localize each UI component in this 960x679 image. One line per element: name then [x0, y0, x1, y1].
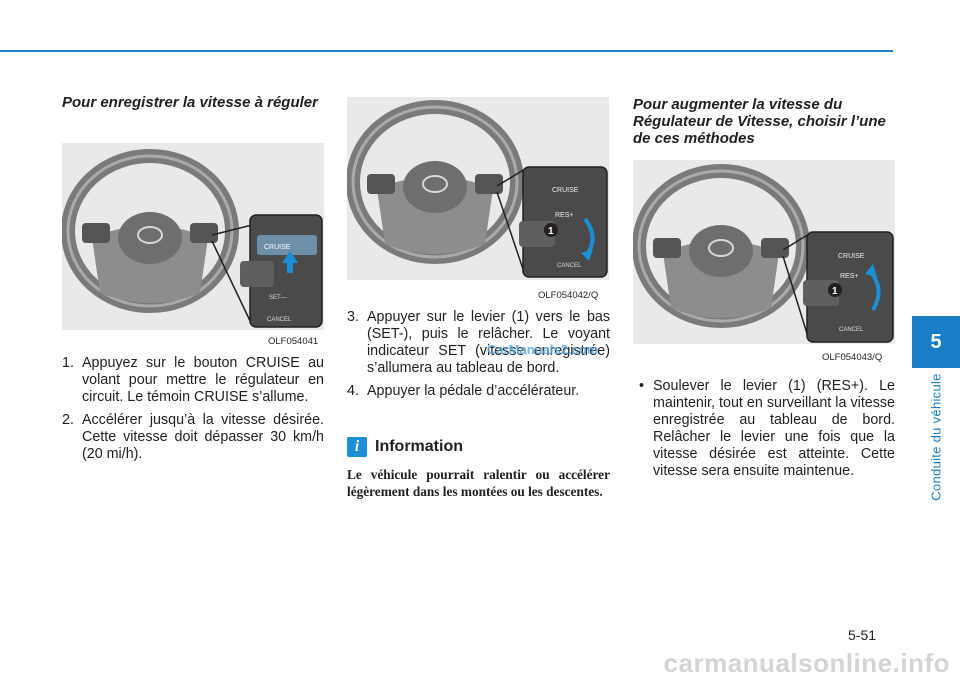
section-heading-increase-speed: Pour augmenter la vitesse du Régulateur …	[633, 96, 886, 147]
list-item: 3.Appuyer sur le levier (1) vers le bas …	[347, 309, 610, 376]
page-number: 5-51	[848, 627, 877, 643]
fig3-cruise-label: CRUISE	[838, 253, 865, 260]
section-heading-save-speed: Pour enregistrer la vitesse à réguler	[62, 94, 318, 111]
list-item: 4.Appuyer la pédale d’accélérateur.	[347, 383, 580, 399]
info-title: Information	[375, 438, 463, 455]
fig2-res-label: RES+	[555, 212, 573, 219]
fig1-cancel-label: CANCEL	[267, 317, 292, 323]
fig3-cancel-label: CANCEL	[839, 327, 864, 333]
fig1-set-label: SET—	[269, 295, 287, 301]
watermark-text: CarManuals2.com	[487, 342, 599, 357]
fig2-callout: 1	[548, 226, 554, 237]
info-header: i Information	[347, 437, 463, 457]
footer-site: carmanualsonline.info	[663, 648, 950, 678]
bullet-list: •Soulever le levier (1) (RES+). Le maint…	[633, 378, 895, 486]
chapter-title: Conduite du véhicule	[928, 373, 944, 501]
figure-steering-res-lever: CRUISE RES+ 1 CANCEL	[633, 160, 895, 344]
up-arrow-icon	[282, 251, 298, 273]
fig3-res-label: RES+	[840, 273, 858, 280]
chapter-tab: 5	[912, 316, 960, 368]
header-rule	[0, 50, 893, 52]
fig1-cruise-label: CRUISE	[264, 244, 291, 251]
steps-list-1: 1.Appuyez sur le bouton CRUISE au volant…	[62, 355, 324, 469]
down-arrow-icon	[581, 249, 593, 261]
figure-steering-cruise-button: CRUISE SET— CANCEL	[62, 143, 324, 330]
figure-label: OLF054041	[268, 336, 319, 347]
figure-steering-set-lever: CRUISE RES+ 1 CANCEL	[347, 97, 609, 280]
fig3-callout: 1	[832, 286, 838, 297]
list-item: 2.Accélérer jusqu’à la vitesse désirée. …	[62, 412, 324, 462]
up-arrow-icon	[865, 264, 877, 277]
list-item: 1.Appuyez sur le bouton CRUISE au volant…	[62, 355, 324, 405]
figure-label: OLF054043/Q	[822, 352, 883, 363]
fig2-cancel-label: CANCEL	[557, 263, 582, 269]
steps-list-2: 3.Appuyer sur le levier (1) vers le bas …	[347, 309, 610, 406]
list-item: •Soulever le levier (1) (RES+). Le maint…	[639, 378, 895, 479]
info-text: Le véhicule pourrait ralentir ou accélér…	[347, 467, 610, 499]
fig2-cruise-label: CRUISE	[552, 187, 579, 194]
info-icon: i	[347, 437, 367, 457]
figure-label: OLF054042/Q	[538, 290, 599, 301]
